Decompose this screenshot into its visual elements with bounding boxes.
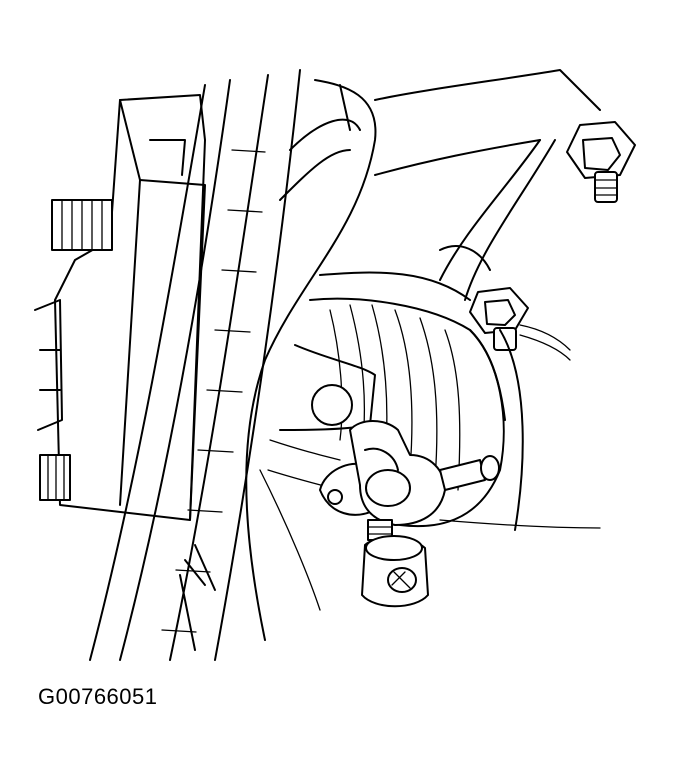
control-arm [319, 69, 601, 301]
sensor-bolt [361, 519, 429, 608]
brake-caliper-diagram [34, 69, 636, 661]
upper-bolt [566, 121, 636, 203]
wheel-stud-upper [51, 199, 113, 251]
wheel-stud-lower [39, 454, 71, 501]
mount-bracket [279, 344, 376, 431]
lower-arm-lines [179, 469, 601, 651]
middle-bolt [469, 287, 571, 361]
figure-code: G00766051 [38, 684, 158, 709]
wheel-speed-sensor [319, 420, 500, 526]
steering-knuckle [245, 79, 377, 641]
